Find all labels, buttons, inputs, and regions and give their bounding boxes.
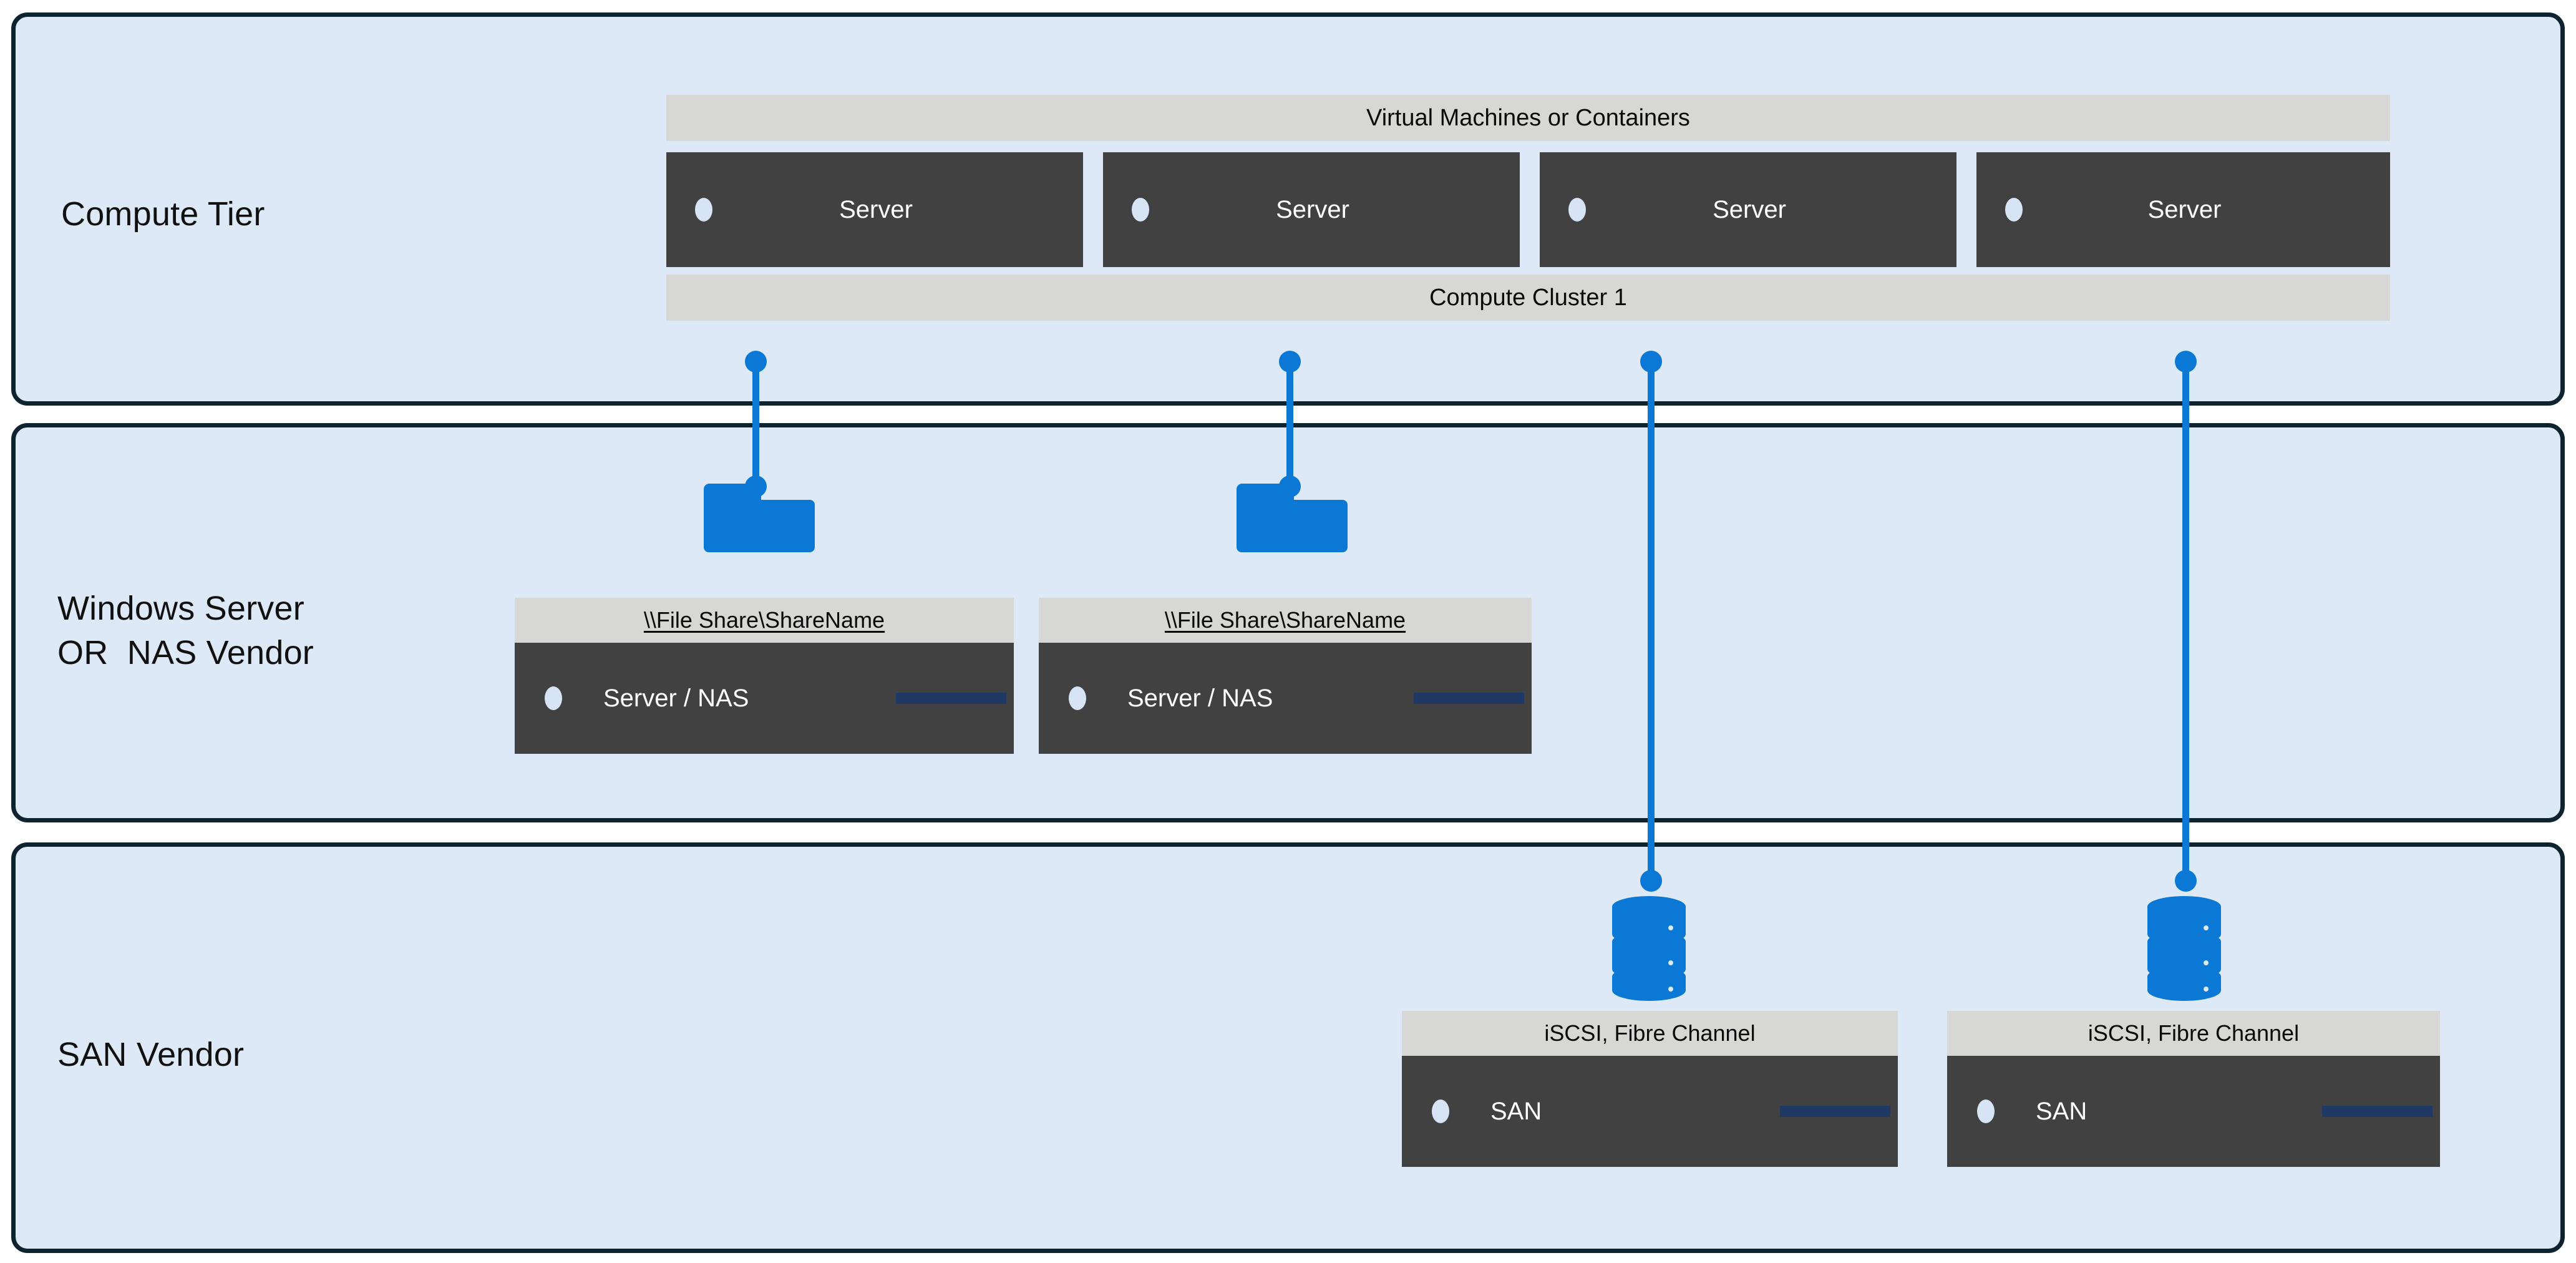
- compute-server-2-label: Server: [1276, 195, 1349, 223]
- compute-server-1-label: Server: [839, 195, 913, 223]
- status-led-icon: [2005, 198, 2023, 222]
- nas-node-1[interactable]: \\File Share\ShareName Server / NAS: [515, 598, 1014, 754]
- nas-node-2[interactable]: \\File Share\ShareName Server / NAS: [1039, 598, 1532, 754]
- nas-node-1-label: Server / NAS: [603, 684, 749, 712]
- nas-node-2-label: Server / NAS: [1127, 684, 1273, 712]
- connector-compute-2-to-nas-2: [1286, 359, 1293, 495]
- san-node-1[interactable]: iSCSI, Fibre Channel SAN: [1402, 1011, 1898, 1167]
- status-led-icon: [695, 198, 712, 222]
- san-node-2-header: iSCSI, Fibre Channel: [1947, 1011, 2440, 1056]
- compute-server-1[interactable]: Server: [666, 152, 1083, 267]
- connector-compute-3-to-san-1: [1648, 359, 1655, 885]
- tier-label-compute: Compute Tier: [61, 195, 265, 233]
- san-node-1-body: SAN: [1402, 1056, 1898, 1167]
- connector-endpoint-dot: [1279, 351, 1301, 373]
- tier-label-nas-line1: Windows Server: [57, 590, 304, 627]
- tier-label-nas: Windows Server OR NAS Vendor: [57, 587, 314, 676]
- disk-array-icon: [1414, 693, 1524, 704]
- san-node-2[interactable]: iSCSI, Fibre Channel SAN: [1947, 1011, 2440, 1167]
- database-cylinder-icon: [1608, 889, 1689, 1003]
- status-led-icon: [545, 686, 562, 710]
- folder-icon: [1237, 484, 1348, 552]
- status-led-icon: [1977, 1100, 1995, 1123]
- tier-label-nas-line2: OR NAS Vendor: [57, 634, 314, 672]
- connector-endpoint-dot: [745, 351, 767, 373]
- disk-array-icon: [2322, 1106, 2433, 1117]
- compute-server-4-label: Server: [2147, 195, 2222, 223]
- database-cylinder-icon: [2144, 889, 2225, 1003]
- connector-endpoint-dot: [1640, 870, 1662, 892]
- status-led-icon: [1568, 198, 1586, 222]
- nas-node-1-body: Server / NAS: [515, 643, 1014, 754]
- cluster-header-virtual-machines: Virtual Machines or Containers: [666, 95, 2390, 141]
- disk-array-icon: [1780, 1106, 1890, 1117]
- folder-body-icon: [704, 500, 815, 552]
- status-led-icon: [1432, 1100, 1449, 1123]
- san-node-1-label: SAN: [1490, 1097, 1542, 1125]
- connector-endpoint-dot: [1640, 351, 1662, 373]
- connector-endpoint-dot: [2175, 351, 2197, 373]
- compute-server-3-label: Server: [1713, 195, 1786, 223]
- compute-server-2[interactable]: Server: [1103, 152, 1520, 267]
- san-node-2-label: SAN: [2036, 1097, 2088, 1125]
- nas-node-2-body: Server / NAS: [1039, 643, 1532, 754]
- san-node-1-header: iSCSI, Fibre Channel: [1402, 1011, 1898, 1056]
- folder-body-icon: [1237, 500, 1348, 552]
- status-led-icon: [1132, 198, 1149, 222]
- connector-compute-1-to-nas-1: [752, 359, 759, 495]
- disk-array-icon: [896, 693, 1006, 704]
- tier-label-san: SAN Vendor: [57, 1036, 245, 1073]
- nas-node-1-header: \\File Share\ShareName: [515, 598, 1014, 643]
- status-led-icon: [1069, 686, 1086, 710]
- folder-icon: [704, 484, 815, 552]
- compute-server-3[interactable]: Server: [1540, 152, 1956, 267]
- cluster-footer-compute-cluster-1: Compute Cluster 1: [666, 275, 2390, 321]
- connector-compute-4-to-san-2: [2182, 359, 2189, 885]
- connector-endpoint-dot: [2175, 870, 2197, 892]
- nas-node-2-header: \\File Share\ShareName: [1039, 598, 1532, 643]
- compute-server-4[interactable]: Server: [1976, 152, 2390, 267]
- san-node-2-body: SAN: [1947, 1056, 2440, 1167]
